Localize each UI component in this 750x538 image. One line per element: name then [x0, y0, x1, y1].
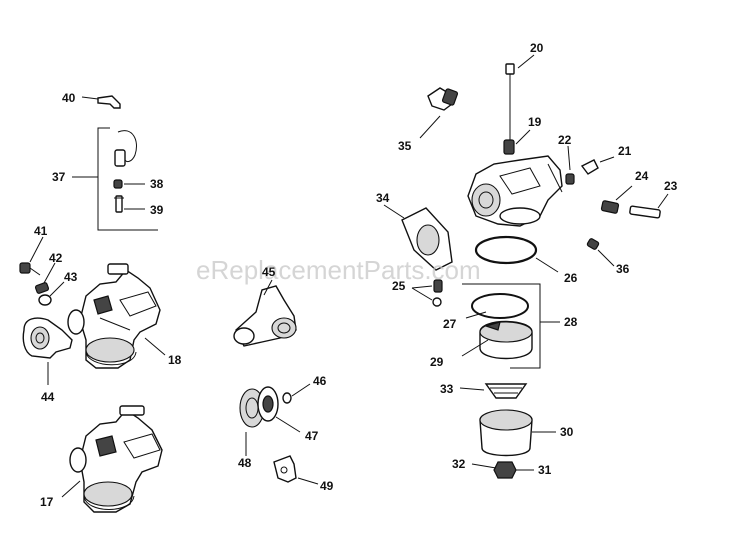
watermark-text: eReplacementParts.com: [196, 255, 481, 285]
part-19-spring: [503, 129, 531, 155]
callout-19: 19: [528, 115, 542, 129]
part-24-spring: [600, 185, 633, 214]
part-17-carburetor: [61, 405, 163, 513]
callout-17: 17: [40, 495, 54, 509]
part-27-gasket-ring: [465, 293, 529, 319]
part-18-carburetor: [67, 263, 166, 369]
part-25-needle-seat: [411, 279, 443, 307]
callout-29: 29: [430, 355, 444, 369]
callout-37: 37: [52, 170, 66, 184]
part-34-gasket: [383, 204, 453, 271]
part-43-washer: [38, 281, 65, 306]
part-33-float-bowl-gasket: [459, 383, 528, 399]
callout-22: 22: [558, 133, 572, 147]
callout-25: 25: [392, 279, 406, 293]
part-22-spring: [565, 145, 575, 185]
callout-43: 43: [64, 270, 78, 284]
callout-30: 30: [560, 425, 574, 439]
callout-32: 32: [452, 457, 466, 471]
callout-49: 49: [320, 479, 334, 493]
callout-44: 44: [41, 390, 55, 404]
callout-20: 20: [530, 41, 544, 55]
callout-26: 26: [564, 271, 578, 285]
part-44-choke-plate: [22, 317, 73, 385]
callout-24: 24: [635, 169, 649, 183]
part-47-spring-cup: [257, 386, 301, 433]
part-42-spring: [34, 262, 56, 294]
callout-27: 27: [443, 317, 457, 331]
callout-23: 23: [664, 179, 678, 193]
part-37-kit-bracket: [72, 127, 158, 231]
part-46-gasket: [282, 383, 311, 404]
callout-46: 46: [313, 374, 327, 388]
callout-34: 34: [376, 191, 390, 205]
part-40-clip: [81, 95, 121, 109]
callout-41: 41: [34, 224, 48, 238]
callout-35: 35: [398, 139, 412, 153]
part-carburetor-body: [467, 155, 563, 227]
part-30-float-bowl: [479, 409, 556, 457]
part-28-float-kit-bracket: [462, 283, 560, 369]
callout-40: 40: [62, 91, 76, 105]
callout-33: 33: [440, 382, 454, 396]
part-49-clip: [273, 455, 319, 485]
part-29-float: [461, 320, 533, 360]
callout-39: 39: [150, 203, 164, 217]
part-20-screw: [505, 54, 535, 140]
part-36-spring: [586, 238, 615, 267]
callout-36: 36: [616, 262, 630, 276]
callout-31: 31: [538, 463, 552, 477]
callout-18: 18: [168, 353, 182, 367]
callout-45: 45: [262, 265, 276, 279]
callout-28: 28: [564, 315, 578, 329]
callout-21: 21: [618, 144, 632, 158]
part-45-intake-elbow: [233, 279, 297, 347]
callout-47: 47: [305, 429, 319, 443]
part-21-screw: [580, 156, 615, 175]
callout-48: 48: [238, 456, 252, 470]
part-38-spring: [113, 179, 145, 189]
part-31-32-nut-washer: [471, 461, 534, 479]
part-41-screw: [19, 236, 44, 276]
callout-38: 38: [150, 177, 164, 191]
callout-42: 42: [49, 251, 63, 265]
part-39-pin: [114, 195, 145, 213]
part-35-fitting: [419, 87, 459, 139]
part-23-screw: [629, 193, 669, 219]
part-26-o-ring: [474, 235, 559, 273]
